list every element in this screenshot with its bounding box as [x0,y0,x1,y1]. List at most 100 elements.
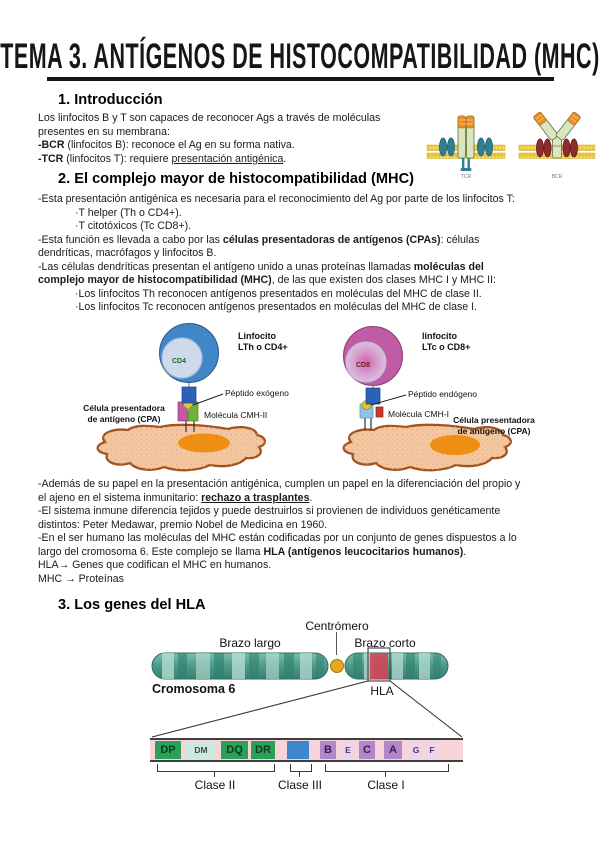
class-ii-label: Clase II [194,778,236,792]
text-line: ·T citotóxicos (Tc CD8+). [75,220,192,232]
text-line: MHC → Proteínas [38,573,124,585]
text-run: -Las células dendríticas presentan el an… [38,261,414,273]
text-line: presentes en su membrana: [38,126,170,138]
short-arm-label: Brazo corto [354,636,416,650]
expansion-line-right [389,680,463,738]
gene-a: A [384,741,402,759]
section-1-heading: 1. Introducción [58,92,163,108]
cpa-label-left-2: de antígeno (CPA) [87,414,160,424]
title-underline [47,77,554,81]
text-line: Los linfocitos B y T son capaces de reco… [38,112,381,124]
tcr-figure-label: TCR [461,174,472,180]
long-arm-label: Brazo largo [219,636,281,650]
hla-box-label: HLA [370,684,394,698]
class-i-stem [385,771,386,777]
mhc2-complex [177,382,199,432]
gene-b: B [320,741,336,759]
receptors-figure: TCR BCR [426,111,596,180]
molecule-label-right: Molécula CMH-I [388,409,449,419]
ltc-label-1: linfocito [422,331,457,341]
bcr-term: -BCR [38,139,65,151]
mhc-term-cont: complejo mayor de histocompatibilidad (M… [38,274,272,286]
lth-label-2: LTh o CD4+ [238,342,288,352]
text-line: -BCR (linfocitos B): reconoce el Ag en s… [38,139,295,151]
text-run: . [463,546,467,558]
gene-g: G [410,741,422,759]
gene-dr: DR [251,741,275,759]
text-line: dendríticas, macrófagos y linfocitos B. [38,247,217,259]
cpa-label-right-2: de antígeno (CPA) [457,426,530,436]
lymphocyte-lth-nucleus [161,337,203,379]
centromere [330,659,344,673]
chromosome-name: Cromosoma 6 [152,682,236,696]
class-ii-bracket [157,764,275,772]
tcr-term: -TCR [38,153,64,165]
hla-gene-map-bar: DP DM DQ DR B E C A G F [150,738,463,762]
text-line: -El sistema inmune diferencia tejidos y … [38,505,501,517]
section-2-heading: 2. El complejo mayor de histocompatibili… [58,171,414,187]
lymphocyte-ltc-nucleus [345,341,387,383]
text-line: -Esta función es llevada a cabo por las … [38,234,479,246]
text-run: largo del cromosoma 6. Este complejo se … [38,546,264,558]
bcr-receptor [533,111,581,159]
text-run: (linfocitos T): requiere [63,153,172,165]
tcr-membrane [426,144,506,159]
text-run: , de las que existen dos clases MHC I y … [271,274,497,286]
text-line: ·Los linfocitos Th reconocen antígenos p… [75,288,482,300]
cd8-label: CD8 [356,362,370,369]
centromere-pointer-line [336,632,337,655]
cpa-term: células presentadoras de antígenos (CPAs… [222,234,441,246]
gene-dq: DQ [221,741,248,759]
mhc1-complex [359,384,384,430]
gene-e: E [342,741,354,759]
class-iii-label: Clase III [277,778,322,792]
antigen-presentation-figure: CD4 Linfocito LTh o CD4+ Péptido exógeno… [83,323,535,472]
lth-label-1: Linfocito [238,331,276,341]
long-arm-bands [162,653,324,679]
text-run: el ajeno en el sistema inmunitario: [38,492,202,504]
class-ii-stem [214,771,215,777]
class-i-bracket [325,764,449,772]
peptide-label-right: Péptido endógeno [408,389,477,399]
rejection-term: rechazo a trasplantes [201,492,310,504]
mhc-term: moléculas del [413,261,484,273]
hla-term: HLA (antígenos leucocitarios humanos) [263,546,464,558]
text-run: : células [440,234,480,246]
short-arm-bands [353,653,441,679]
cpa-label-left-1: Célula presentadora [83,403,165,413]
text-line: ·Los linfocitos Tc reconocen antígenos p… [75,301,477,313]
text-line: complejo mayor de histocompatibilidad (M… [38,274,496,286]
gene-class3-region [287,741,309,759]
class-i-label: Clase I [367,778,405,792]
text-run: . [283,153,287,165]
ltc-label-2: LTc o CD8+ [422,342,470,352]
underlined-term: presentación antigénica [171,153,284,165]
gene-c: C [359,741,375,759]
text-run: -Esta función es llevada a cabo por las [38,234,223,246]
molecule-label-left: Molécula CMH-II [204,410,267,420]
class-iii-bracket [290,764,312,772]
text-line: HLA→ Genes que codifican el MHC en human… [38,559,272,571]
gene-f: F [426,741,438,759]
bcr-figure-label: BCR [552,174,563,180]
cpa-nucleus-left [178,433,230,453]
text-line: -Las células dendríticas presentan el an… [38,261,484,273]
hla-box [367,647,391,682]
cd4-label: CD4 [172,358,186,365]
gene-dp: DP [155,741,181,759]
text-run: . [309,492,313,504]
text-run: (linfocitos B): reconoce el Ag en su for… [64,139,295,151]
expansion-line-left [151,680,369,738]
cpa-label-right-1: Célula presentadora [453,415,535,425]
chromosome-6-figure [151,647,463,738]
cpa-nucleus-right [430,435,480,455]
text-line: -TCR (linfocitos T): requiere presentaci… [38,153,286,165]
text-line: -Además de su papel en la presentación a… [38,478,521,490]
centromere-label: Centrómero [305,619,369,633]
tcr-stalk-right [365,387,381,405]
tcr-stalk [181,386,197,404]
gene-dm: DM [186,741,216,759]
tcr-receptor [439,115,493,171]
text-line: largo del cromosoma 6. Este complejo se … [38,546,466,558]
